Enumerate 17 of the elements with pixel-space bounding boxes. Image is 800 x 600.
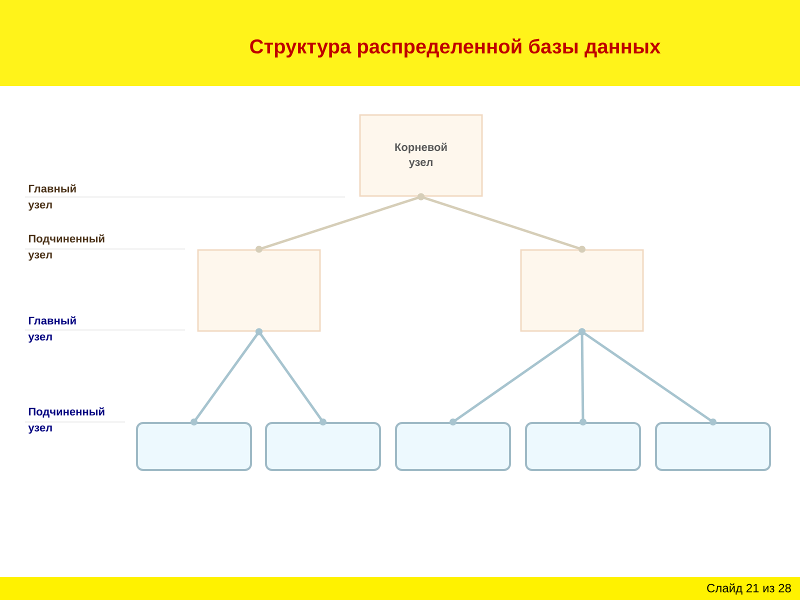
node-box <box>136 422 252 471</box>
node-box <box>655 422 771 471</box>
level-label: Главный узел <box>28 184 76 211</box>
node-box <box>525 422 641 471</box>
level-label: Подчиненный узел <box>28 407 104 434</box>
connector <box>578 328 716 426</box>
node-box <box>265 422 381 471</box>
connector <box>256 328 326 426</box>
slide-number: Слайд 21 из 28 <box>707 583 791 595</box>
slide-title: Структура распределенной базы данных <box>250 38 661 58</box>
level-label: Главный узел <box>28 316 76 343</box>
node-box <box>520 249 644 332</box>
node-box <box>395 422 511 471</box>
level-label: Подчиненный узел <box>28 234 104 261</box>
connector <box>418 193 586 253</box>
node-box <box>197 249 321 332</box>
root-node-box: Корневой узел <box>359 114 483 197</box>
